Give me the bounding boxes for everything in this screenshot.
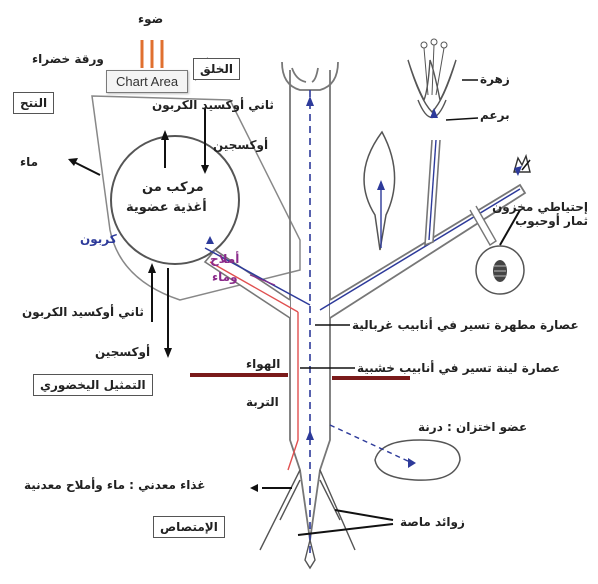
oxygen-top-label: أوكسجين <box>213 138 269 152</box>
co2-top-label: ثاني أوكسيد الكربون <box>152 98 274 112</box>
co2-bottom-label: ثاني أوكسيد الكربون <box>22 305 144 319</box>
synthesis-box: الخلق <box>193 58 240 80</box>
chart-area-tooltip: Chart Area <box>106 70 189 93</box>
leader-lines <box>300 79 531 369</box>
bud-label: برعم <box>480 108 510 122</box>
organic-compound-line1: مركب من <box>142 180 204 195</box>
small-leaf <box>363 130 396 251</box>
organic-compound-line2: أغذية عضوية <box>126 200 207 215</box>
root-hairs-label: زوائد ماصة <box>400 515 465 529</box>
water-label: ماء <box>20 155 39 169</box>
seed-stripes <box>494 265 506 277</box>
flower-stalk-sap <box>428 139 437 241</box>
tuber-flow <box>329 424 411 463</box>
root-inflow-arrow <box>306 430 314 440</box>
flower-arrow <box>430 108 438 118</box>
air-label: الهواء <box>246 357 281 371</box>
organic-compound-circle <box>110 135 240 265</box>
tuber-arrow <box>408 458 416 468</box>
salts-label: أملاح <box>210 252 240 266</box>
green-leaf-label: ورقة خضراء <box>32 52 104 66</box>
leaf-inflow-arrow <box>206 236 214 244</box>
stem-top-arrow <box>306 96 314 106</box>
elaborated-sap-label: عصارة لينة تسير في أنابيب خشبية <box>357 361 561 375</box>
mineral-food-label: غذاء معدني : ماء وأملاح معدنية <box>24 478 206 492</box>
photosynthesis-box: التمثيل اليخضوري <box>33 374 153 396</box>
storage-organ-label: عضو اختزان : درنة <box>418 420 528 434</box>
tuber <box>374 439 461 481</box>
flower-stamens <box>420 38 448 96</box>
transpiration-box: النتح <box>13 92 55 114</box>
black-arrowheads <box>68 130 258 492</box>
soil-label: التربة <box>246 395 279 409</box>
right-branch-sap <box>319 188 521 311</box>
oxygen-bottom-label: أوكسجين <box>95 345 151 359</box>
bud-arrow <box>514 166 522 176</box>
salts-connector <box>249 274 276 286</box>
flower-label: زهرة <box>480 72 510 86</box>
absorption-box: الإمتصاص <box>153 516 225 538</box>
and-water-label: وماء <box>212 270 238 284</box>
carbon-label: كربون <box>80 232 117 246</box>
raw-sap-label: عصارة مطهرة تسير في أنابيب غربالية <box>352 318 579 332</box>
left-branch-elaborated-sap <box>209 261 299 471</box>
storage-label: إحتياطي مخزون ثمار أوحبوب <box>492 200 588 229</box>
light-label: ضوء <box>138 12 164 26</box>
leaf-outline <box>91 95 301 301</box>
small-leaf-arrow <box>377 180 385 190</box>
fruit-stalk <box>469 205 497 246</box>
left-branch-raw-sap <box>204 247 311 306</box>
light-rays <box>140 40 164 68</box>
